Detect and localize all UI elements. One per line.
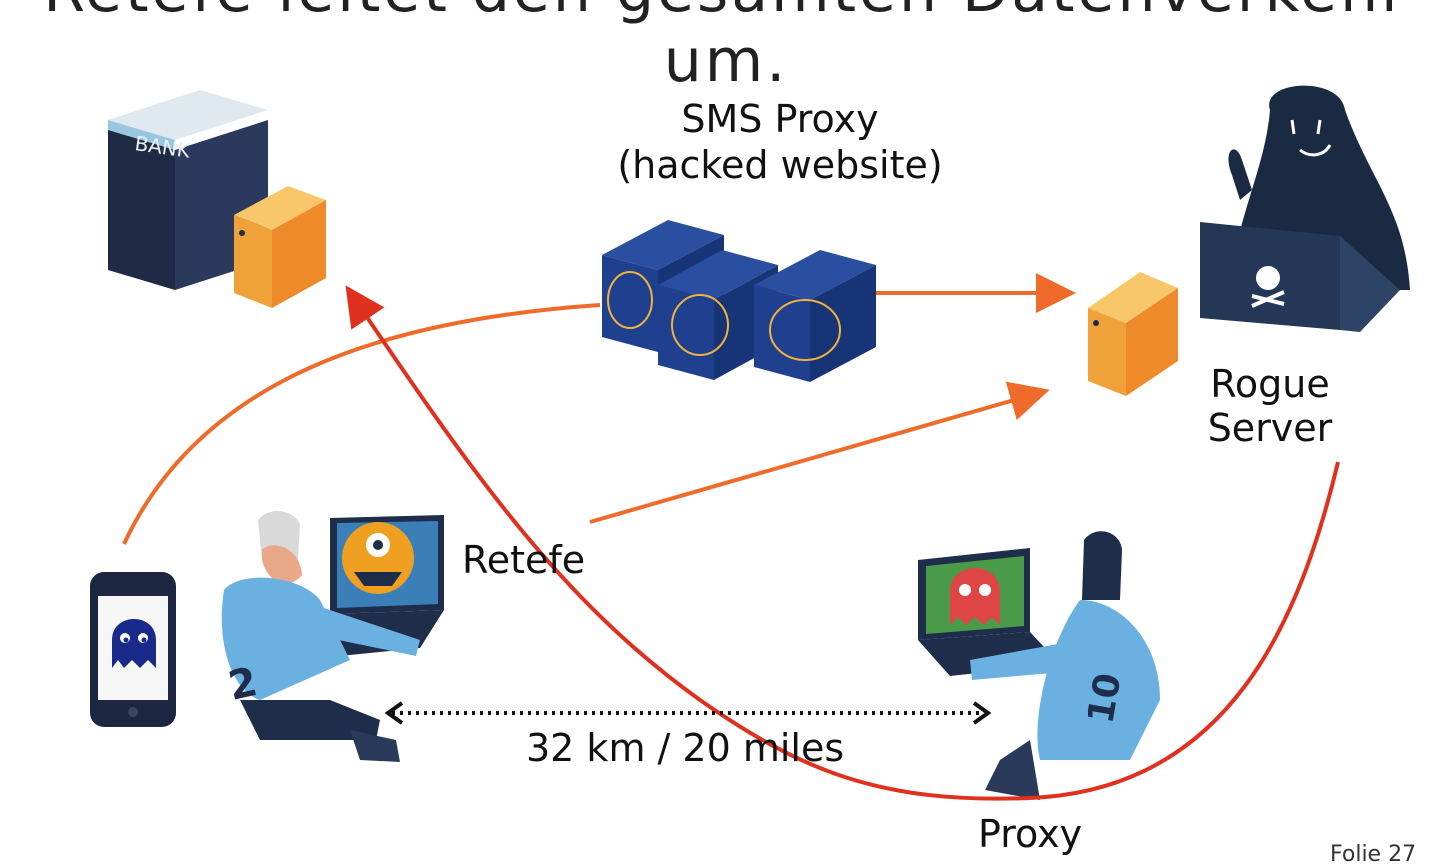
rogue-line2: Server [1207,406,1333,450]
arrow-retefe-to-rogue [589,381,1050,524]
retefe-label: Retefe [462,538,586,582]
arrow-rogue-via-proxy-to-bank [345,285,1340,801]
player-right-number: 10 [1080,670,1129,726]
monster-icon [342,522,414,594]
player-right-icon: 10 [918,531,1160,800]
sms-proxy-line1: SMS Proxy [681,97,879,141]
sms-proxy-line2: (hacked website) [617,143,943,187]
ghost-icon [112,619,156,668]
skull-icon [1251,266,1285,308]
proxy-label: Proxy [978,812,1083,856]
bank-server-box [234,186,326,308]
arrow-phone-to-sms-proxy [122,303,601,545]
rogue-server-box [1088,272,1178,396]
rogue-server-label: Rogue Server [1180,362,1360,450]
hacker-icon [1200,85,1410,332]
sms-proxy-label: SMS Proxy (hacked website) [600,96,960,188]
distance-arrow [384,701,992,725]
ghost-red-icon [950,568,1000,625]
player-left-icon: 2 [221,510,444,762]
smartphone-icon [90,572,176,727]
server-rack-icon [602,220,876,382]
distance-label: 32 km / 20 miles [526,726,845,770]
slide-title: Retefe leitet den gesamten Datenverkehr … [43,0,1406,96]
footer-folio: Folie 27 [1330,842,1417,867]
rogue-line1: Rogue [1210,362,1330,406]
